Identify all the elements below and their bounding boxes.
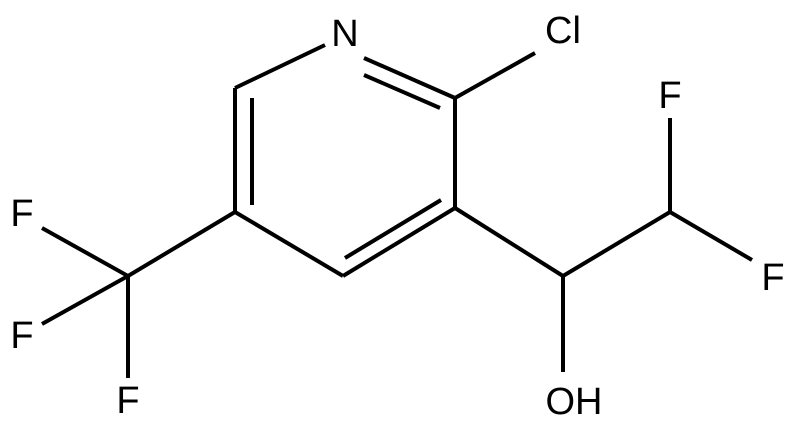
bond-c3-c4-single <box>341 206 457 278</box>
atom-cl: Cl <box>545 10 581 52</box>
bond-choh-chf2 <box>561 210 672 278</box>
atom-f-cf3-left: F <box>10 315 33 357</box>
atom-f-cf3-top: F <box>10 193 33 235</box>
atom-f-cf3-bottom: F <box>116 380 139 422</box>
bond-cf3-f-top <box>41 226 129 278</box>
bond-n-c2-double-inner <box>363 73 441 110</box>
atom-f-right: F <box>761 257 784 299</box>
bond-c6-n <box>234 43 326 90</box>
bond-c3-c4-double-inner <box>343 198 443 260</box>
bond-cf3-f-left <box>41 274 129 326</box>
atom-oh: OH <box>546 381 603 423</box>
bond-n-c2-single <box>363 56 456 100</box>
bond-c4-c5 <box>233 210 345 278</box>
bond-c3-choh <box>453 206 565 278</box>
atom-f-top: F <box>658 75 681 117</box>
bond-chf2-f-right <box>668 210 754 262</box>
bond-c5-cf3 <box>126 210 237 278</box>
bond-c2-cl <box>454 51 536 100</box>
atom-n: N <box>331 13 358 55</box>
